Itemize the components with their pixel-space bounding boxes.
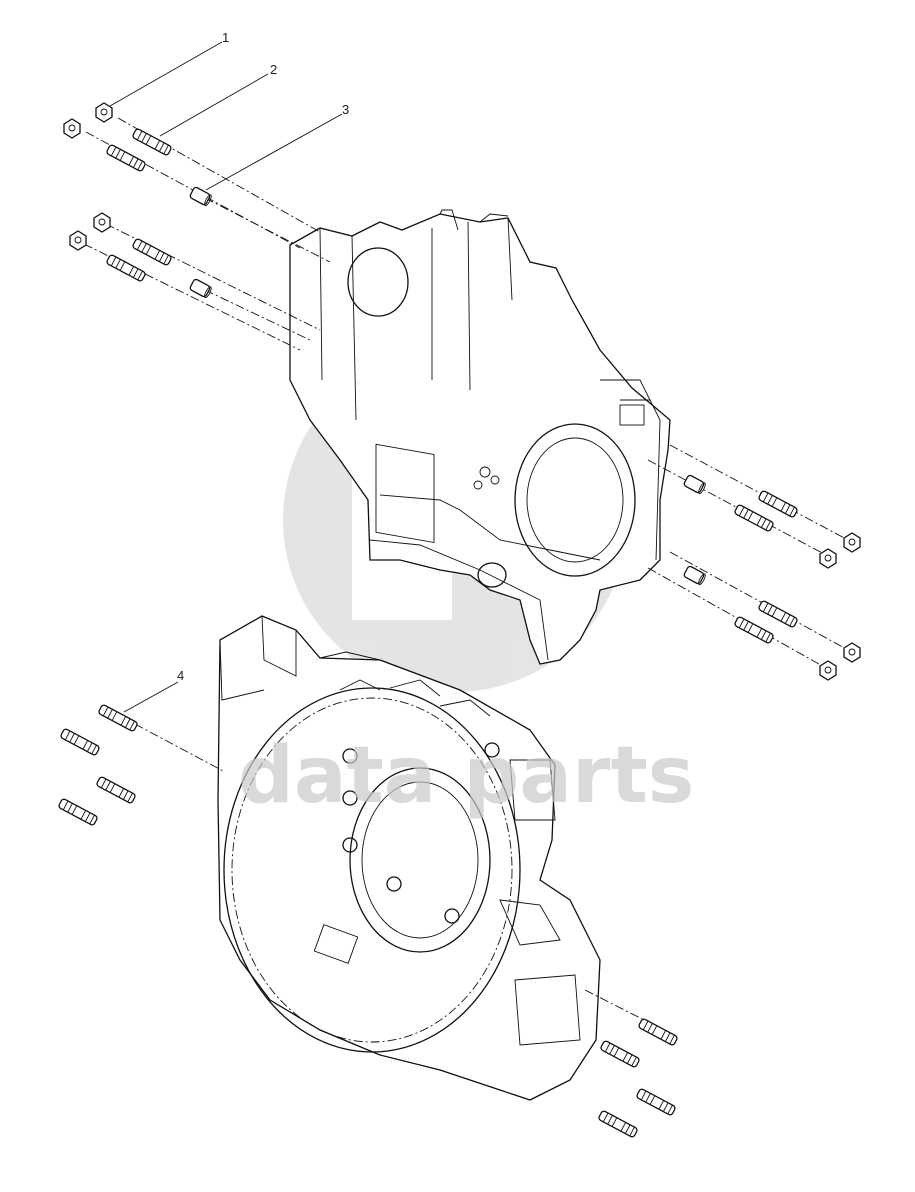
nut-part-1 [819,660,837,681]
callout-1: 1 [222,30,229,45]
timing-gear-housing [289,209,671,665]
dowel-pin-part-3 [683,565,706,586]
nut-part-1 [69,230,87,251]
stud-part-2 [758,600,798,628]
watermark-text: data parts [238,731,694,821]
stud-part-2 [106,254,146,282]
nut-part-1 [819,548,837,569]
stud-part-2 [132,238,172,266]
stud-part-2 [132,128,172,156]
nut-part-1 [843,642,861,663]
callout-leaders [109,41,343,713]
stud-part-4 [98,704,138,732]
nut-part-1 [93,212,111,233]
callout-2: 2 [270,62,277,77]
stud-part-2 [734,616,774,644]
stud-part-4 [60,728,100,756]
dowel-pins [189,186,706,586]
nuts-upper-left [63,102,113,251]
stud-part-4 [58,798,98,826]
stud-part-2 [758,490,798,518]
nut-part-1 [63,118,81,139]
stud-part-4 [96,776,136,804]
stud-part-4 [600,1040,640,1068]
stud-part-2 [734,504,774,532]
nut-part-1 [95,102,113,123]
nut-part-1 [843,532,861,553]
stud-part-4 [636,1088,676,1116]
dowel-pin-part-3 [189,186,212,207]
callout-4: 4 [177,668,184,683]
stud-part-4 [638,1018,678,1046]
stud-part-4 [598,1110,638,1138]
nuts-right [819,532,861,681]
dowel-pin-part-3 [189,278,212,299]
flywheel-housing [217,615,601,1101]
callout-3: 3 [342,102,349,117]
studs [58,128,798,1138]
stud-part-2 [106,144,146,172]
dowel-pin-part-3 [683,474,706,495]
